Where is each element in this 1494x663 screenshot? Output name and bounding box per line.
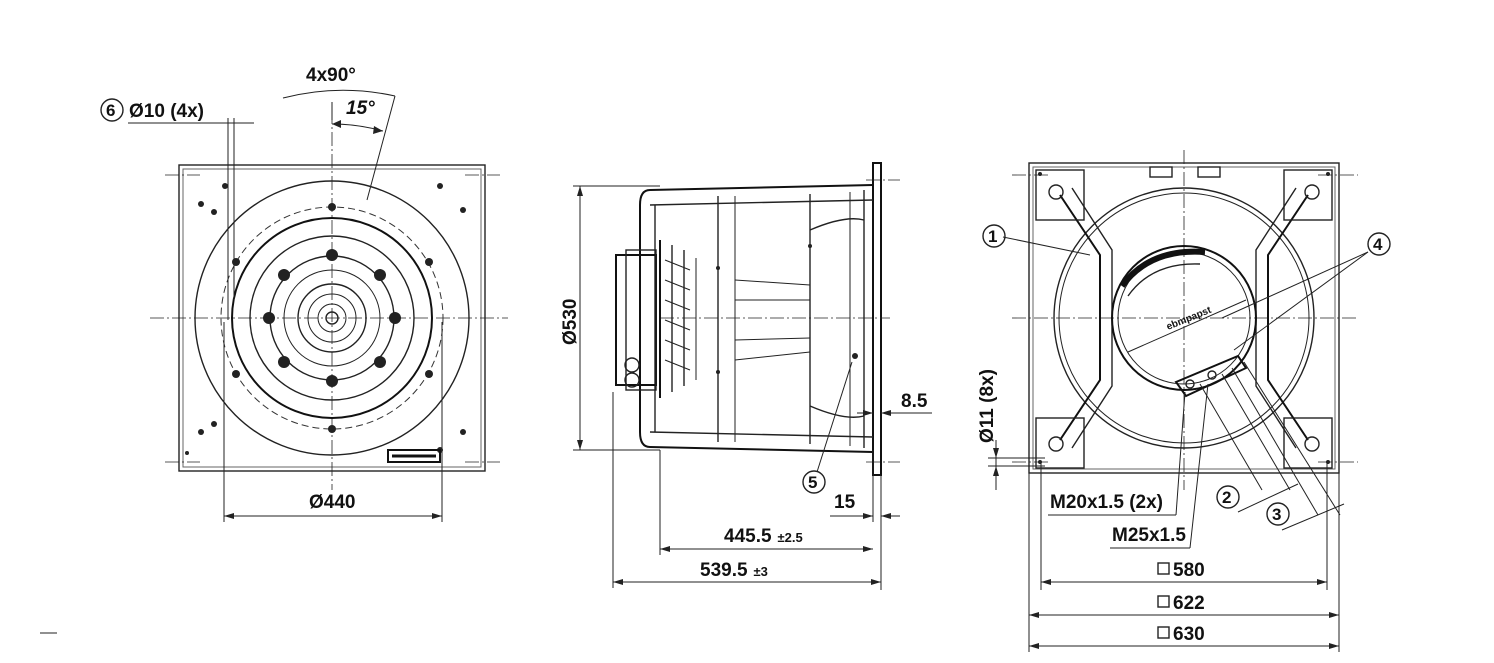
side-view: Ø530 8.5 5 15 445.5 ±2.5 539.5 ±3: [560, 162, 932, 590]
callout-2-circle: [1216, 485, 1240, 509]
callout-5-label: 5: [808, 473, 817, 492]
angle-offset-label: 15°: [346, 98, 375, 119]
square-630-label: 630: [1173, 624, 1205, 645]
callout-6-circle: [100, 98, 124, 122]
callout-4-label: 4: [1373, 235, 1383, 254]
callout-1-label: 1: [988, 227, 997, 246]
brand-mark: ebmpapst: [1165, 305, 1214, 333]
side-motor: [615, 254, 657, 386]
side-diameter-label: Ø530: [560, 299, 581, 345]
flange-offset-label: 15: [834, 492, 856, 513]
bolt-circle-label: Ø440: [309, 492, 355, 513]
gland-2-label: M25x1.5: [1112, 525, 1186, 546]
flange-thickness-label: 8.5: [901, 391, 928, 412]
callout-5-circle: [802, 470, 826, 494]
depth-2-value: 539.5: [700, 560, 748, 581]
callout-3-circle: [1266, 502, 1290, 526]
rear-motor: [1111, 245, 1257, 391]
depth-1-label: 445.5 ±2.5: [724, 526, 803, 547]
rear-view: ebmpapst 1 4 Ø11 (8x) M20x1.5 (2x) M25x1…: [977, 150, 1391, 652]
hole-label: Ø10 (4x): [129, 101, 204, 122]
callout-6-label: 6: [106, 101, 115, 120]
depth-1-value: 445.5: [724, 526, 772, 547]
front-nameplate: [387, 449, 441, 463]
depth-2-label: 539.5 ±3: [700, 560, 768, 581]
side-flange: [872, 162, 882, 476]
mount-hole-label: Ø11 (8x): [977, 369, 998, 443]
gland-1-label: M20x1.5 (2x): [1050, 492, 1163, 513]
angle-pattern-label: 4x90°: [306, 65, 356, 86]
depth-2-tolerance: ±3: [754, 564, 768, 579]
callout-2-label: 2: [1222, 488, 1231, 507]
callout-4-circle: [1367, 232, 1391, 256]
callout-1-circle: [982, 224, 1006, 248]
depth-1-tolerance: ±2.5: [778, 530, 803, 545]
square-580-label: 580: [1173, 560, 1205, 581]
front-view: 4x90° 15° 6 Ø10 (4x) Ø440: [100, 65, 508, 522]
callout-3-label: 3: [1272, 505, 1281, 524]
square-622-label: 622: [1173, 593, 1205, 614]
